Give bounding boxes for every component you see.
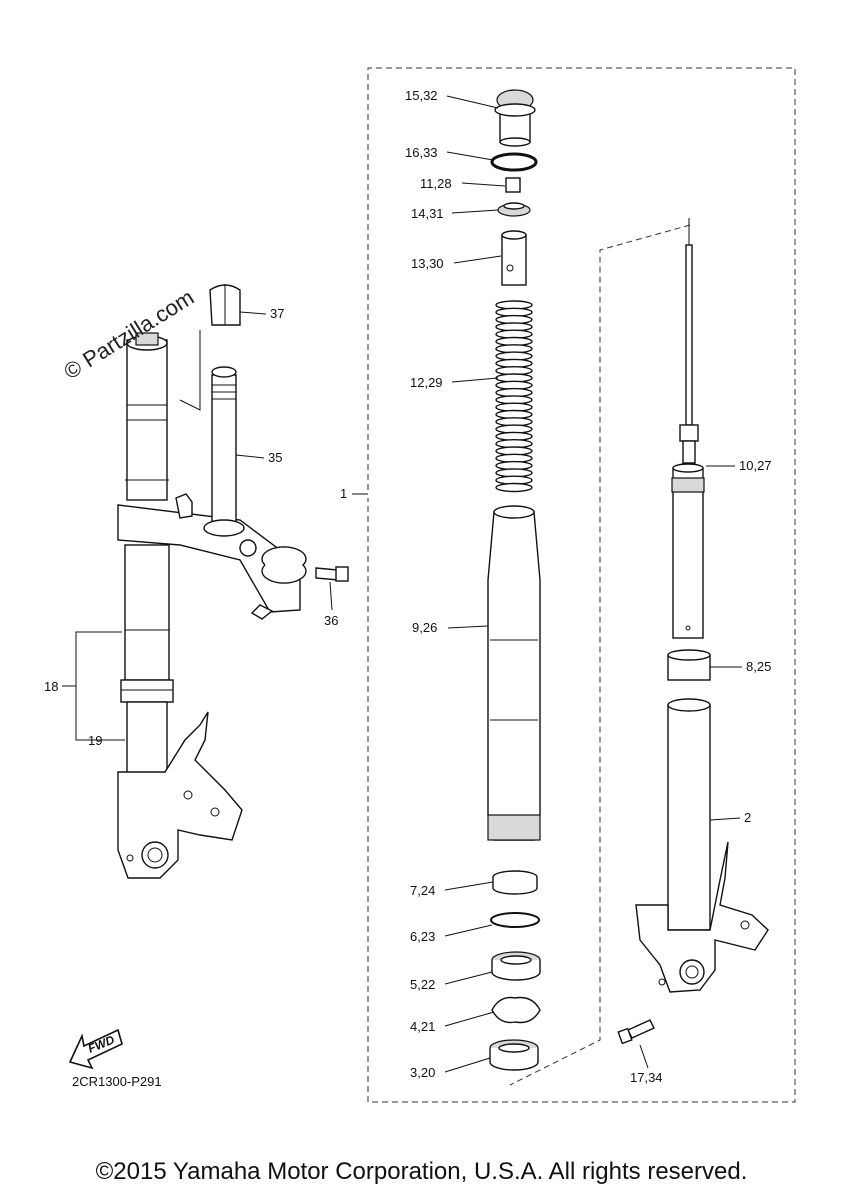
- label-18: 18: [44, 679, 58, 694]
- part-labels: 15,32 16,33 11,28 14,31 13,30 12,29 1 9,…: [44, 88, 772, 1085]
- fwd-arrow-icon: FWD: [68, 1028, 123, 1070]
- assembly-box: [367, 67, 796, 1103]
- label-5-22: 5,22: [410, 977, 435, 992]
- label-35: 35: [268, 450, 282, 465]
- fork-spring: [495, 300, 533, 493]
- label-6-23: 6,23: [410, 929, 435, 944]
- label-3-20: 3,20: [410, 1065, 435, 1080]
- label-17-34: 17,34: [630, 1070, 663, 1085]
- assembled-fork: [117, 284, 349, 879]
- label-4-21: 4,21: [410, 1019, 435, 1034]
- label-11-28: 11,28: [420, 176, 452, 191]
- label-16-33: 16,33: [405, 145, 438, 160]
- label-37: 37: [270, 306, 284, 321]
- label-10-27: 10,27: [739, 458, 772, 473]
- leader-lines: [62, 95, 742, 1073]
- label-12-29: 12,29: [410, 375, 443, 390]
- spring-coil: [495, 482, 533, 493]
- label-13-30: 13,30: [411, 256, 444, 271]
- label-1: 1: [340, 486, 347, 501]
- exploded-parts-center: [487, 89, 541, 1071]
- label-7-24: 7,24: [410, 883, 435, 898]
- label-2: 2: [744, 810, 751, 825]
- label-15-32: 15,32: [405, 88, 438, 103]
- assembly-guide-right: [509, 224, 691, 1086]
- copyright-footer: ©2015 Yamaha Motor Corporation, U.S.A. A…: [95, 1158, 748, 1185]
- label-19: 19: [88, 733, 102, 748]
- label-36: 36: [324, 613, 338, 628]
- label-9-26: 9,26: [412, 620, 437, 635]
- label-14-31: 14,31: [411, 206, 444, 221]
- exploded-parts-right: [617, 218, 769, 1045]
- label-8-25: 8,25: [746, 659, 771, 674]
- diagram-code: 2CR1300-P291: [72, 1074, 162, 1089]
